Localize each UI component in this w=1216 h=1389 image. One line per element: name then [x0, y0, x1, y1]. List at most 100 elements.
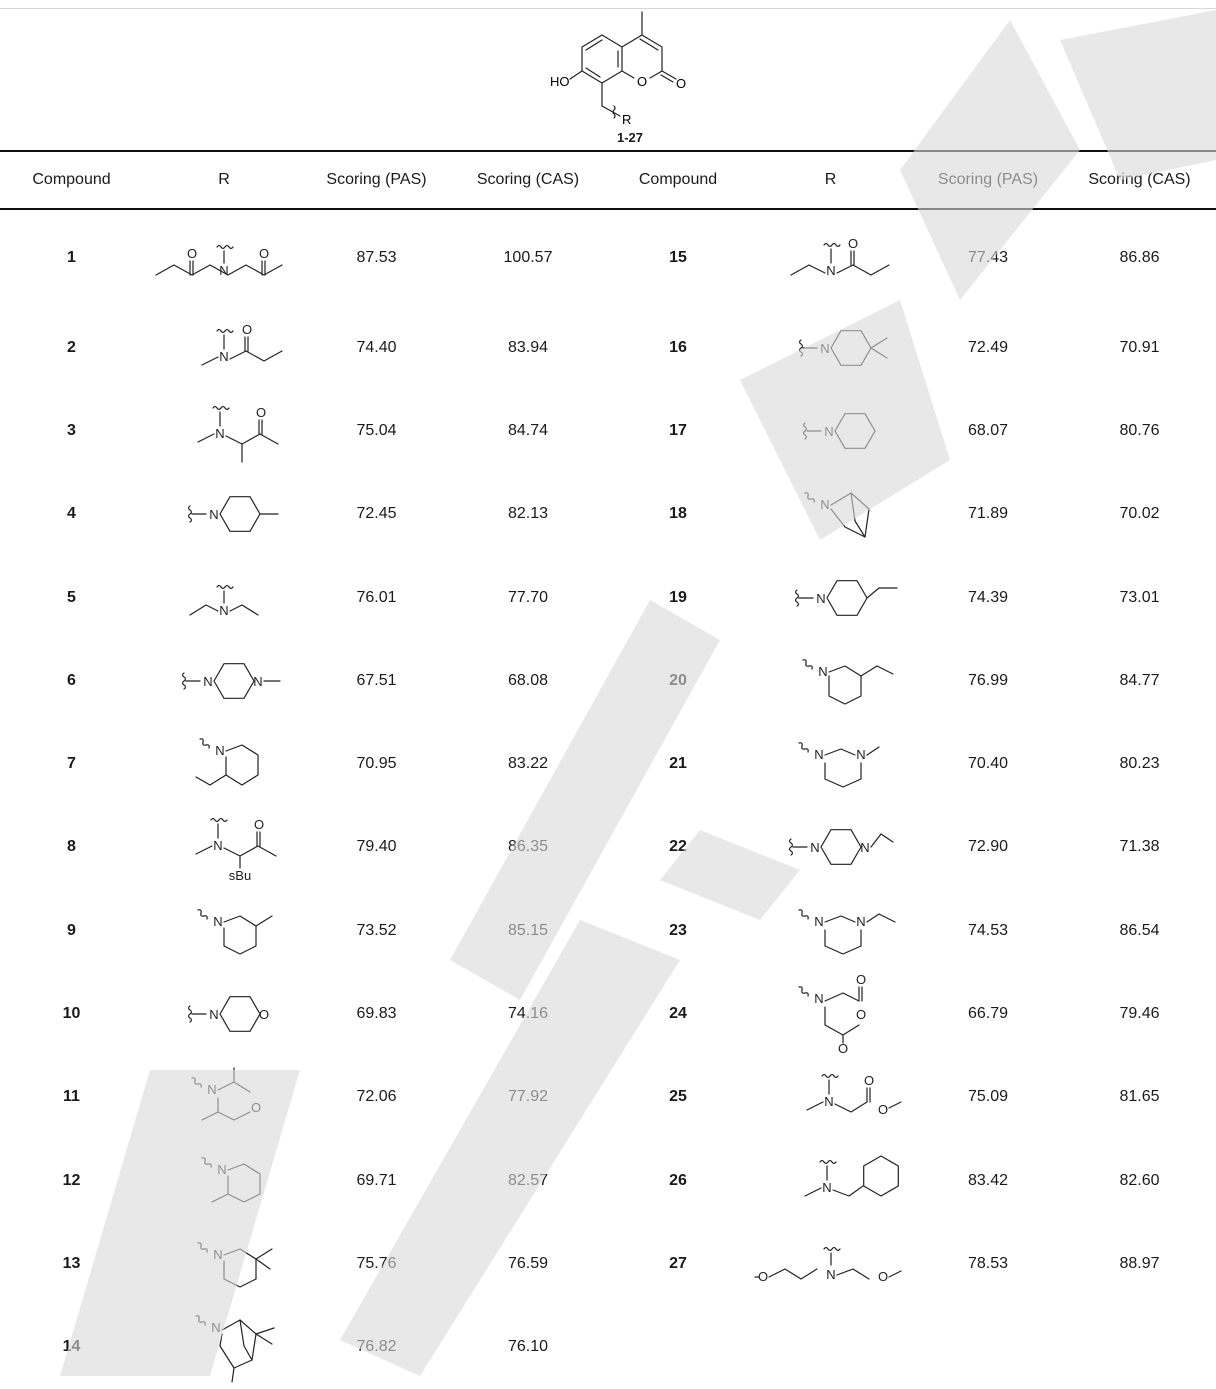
- header-compound: Compound: [608, 150, 748, 210]
- scoring-cas-value: 82.60: [1119, 1171, 1160, 1189]
- compound-number: 22: [669, 838, 687, 856]
- 3-3-dimethylpiperidine-structure: N: [197, 1242, 273, 1288]
- scoring-table: Compound R Scoring (PAS) Scoring (CAS) C…: [0, 150, 1216, 1389]
- compound-number: 17: [669, 421, 687, 439]
- scoring-pas-value: 72.49: [967, 338, 1009, 356]
- compound-number: 7: [67, 755, 76, 773]
- atom-label: O: [837, 1041, 847, 1056]
- scoring-cas-value: 70.91: [1119, 338, 1160, 356]
- atom-label: N: [217, 1162, 226, 1177]
- compound-number: 26: [669, 1171, 687, 1189]
- header-scoring-cas: Scoring (CAS): [448, 150, 608, 210]
- compound-number: 16: [669, 338, 687, 356]
- scoring-pas-value: 87.53: [356, 249, 397, 266]
- header-r: R: [143, 150, 305, 210]
- coumarin-scaffold-structure: HO O O R: [550, 11, 686, 127]
- header-r: R: [748, 150, 913, 210]
- atom-label: N: [856, 914, 865, 929]
- benzyl-methyl-amino-structure: N: [803, 1155, 899, 1197]
- piperidine-structure: N: [802, 413, 876, 449]
- atom-label: O: [251, 1100, 261, 1115]
- header-compound: Compound: [0, 150, 143, 210]
- compound-number: 24: [669, 1005, 687, 1023]
- scoring-cas-value: 73.01: [1119, 588, 1160, 606]
- compound-number: 14: [62, 1338, 81, 1356]
- diethylamino-structure: N: [189, 584, 259, 618]
- r-group-structure: N: [748, 1139, 913, 1222]
- atom-label: N: [213, 1247, 222, 1262]
- compound-number: 11: [63, 1088, 80, 1106]
- scoring-pas-value: 66.79: [967, 1005, 1009, 1023]
- compound-number: 27: [669, 1254, 687, 1272]
- scoring-pas-value: 79.40: [356, 838, 397, 856]
- compound-number: 6: [67, 671, 76, 689]
- r-group-structure: N: [143, 1222, 305, 1305]
- scoring-pas-value: 76.82: [356, 1338, 397, 1356]
- scoring-cas-value: 79.46: [1119, 1005, 1160, 1023]
- atom-label: N: [810, 840, 819, 855]
- atom-label: O: [877, 1102, 887, 1117]
- r-group-structure: N: [143, 556, 305, 639]
- compound-number: 19: [669, 588, 687, 606]
- scoring-cas-value: 80.23: [1119, 755, 1160, 773]
- ring-oxygen-label: O: [637, 74, 647, 89]
- atom-label: N: [826, 1267, 835, 1282]
- compound-number: 23: [669, 921, 687, 939]
- atom-label: N: [219, 349, 228, 364]
- scoring-cas-value: 77.70: [507, 588, 549, 606]
- 3-ethylpiperidine-structure: N: [801, 659, 894, 705]
- compound-number: 5: [67, 588, 76, 606]
- compound-number: 25: [669, 1088, 687, 1106]
- atom-label: N: [826, 263, 835, 278]
- compound-range-label: 1-27: [616, 130, 644, 145]
- scoring-cas-value: 86.54: [1119, 921, 1160, 939]
- scoring-cas-value: 77.92: [507, 1088, 549, 1106]
- scoring-pas-value: 73.52: [356, 921, 397, 939]
- compound-number: 3: [67, 421, 76, 439]
- scoring-pas-value: 83.42: [967, 1171, 1009, 1189]
- atom-label: N: [219, 263, 228, 278]
- r-group-structure: N: [143, 1139, 305, 1222]
- scoring-cas-value: 71.38: [1119, 838, 1160, 856]
- scoring-cas-value: 68.08: [507, 671, 549, 689]
- 3-5-dimethylmorpholine-structure: NO: [191, 1067, 261, 1121]
- r-group-structure: N: [748, 306, 913, 389]
- atom-label: O: [256, 405, 266, 420]
- atom-label: N: [820, 497, 829, 512]
- atom-label: N: [219, 603, 228, 618]
- scoring-pas-value: 78.53: [967, 1254, 1009, 1272]
- atom-label: N: [818, 664, 827, 679]
- atom-label: O: [877, 1269, 887, 1284]
- r-group-structure: N: [748, 639, 913, 722]
- atom-label: O: [863, 1073, 873, 1088]
- compound-number: 21: [669, 755, 687, 773]
- r-group-structure: N: [143, 889, 305, 972]
- atom-label: O: [847, 236, 857, 251]
- atom-label: O: [855, 1007, 865, 1022]
- scoring-cas-value: 70.02: [1119, 505, 1160, 523]
- scoring-pas-value: 75.76: [356, 1254, 397, 1272]
- atom-label: N: [860, 840, 869, 855]
- compound-number: [608, 1306, 748, 1389]
- 2-ethylpiperidine-structure: N: [195, 738, 259, 786]
- scoring-cas-value: 100.57: [503, 249, 553, 266]
